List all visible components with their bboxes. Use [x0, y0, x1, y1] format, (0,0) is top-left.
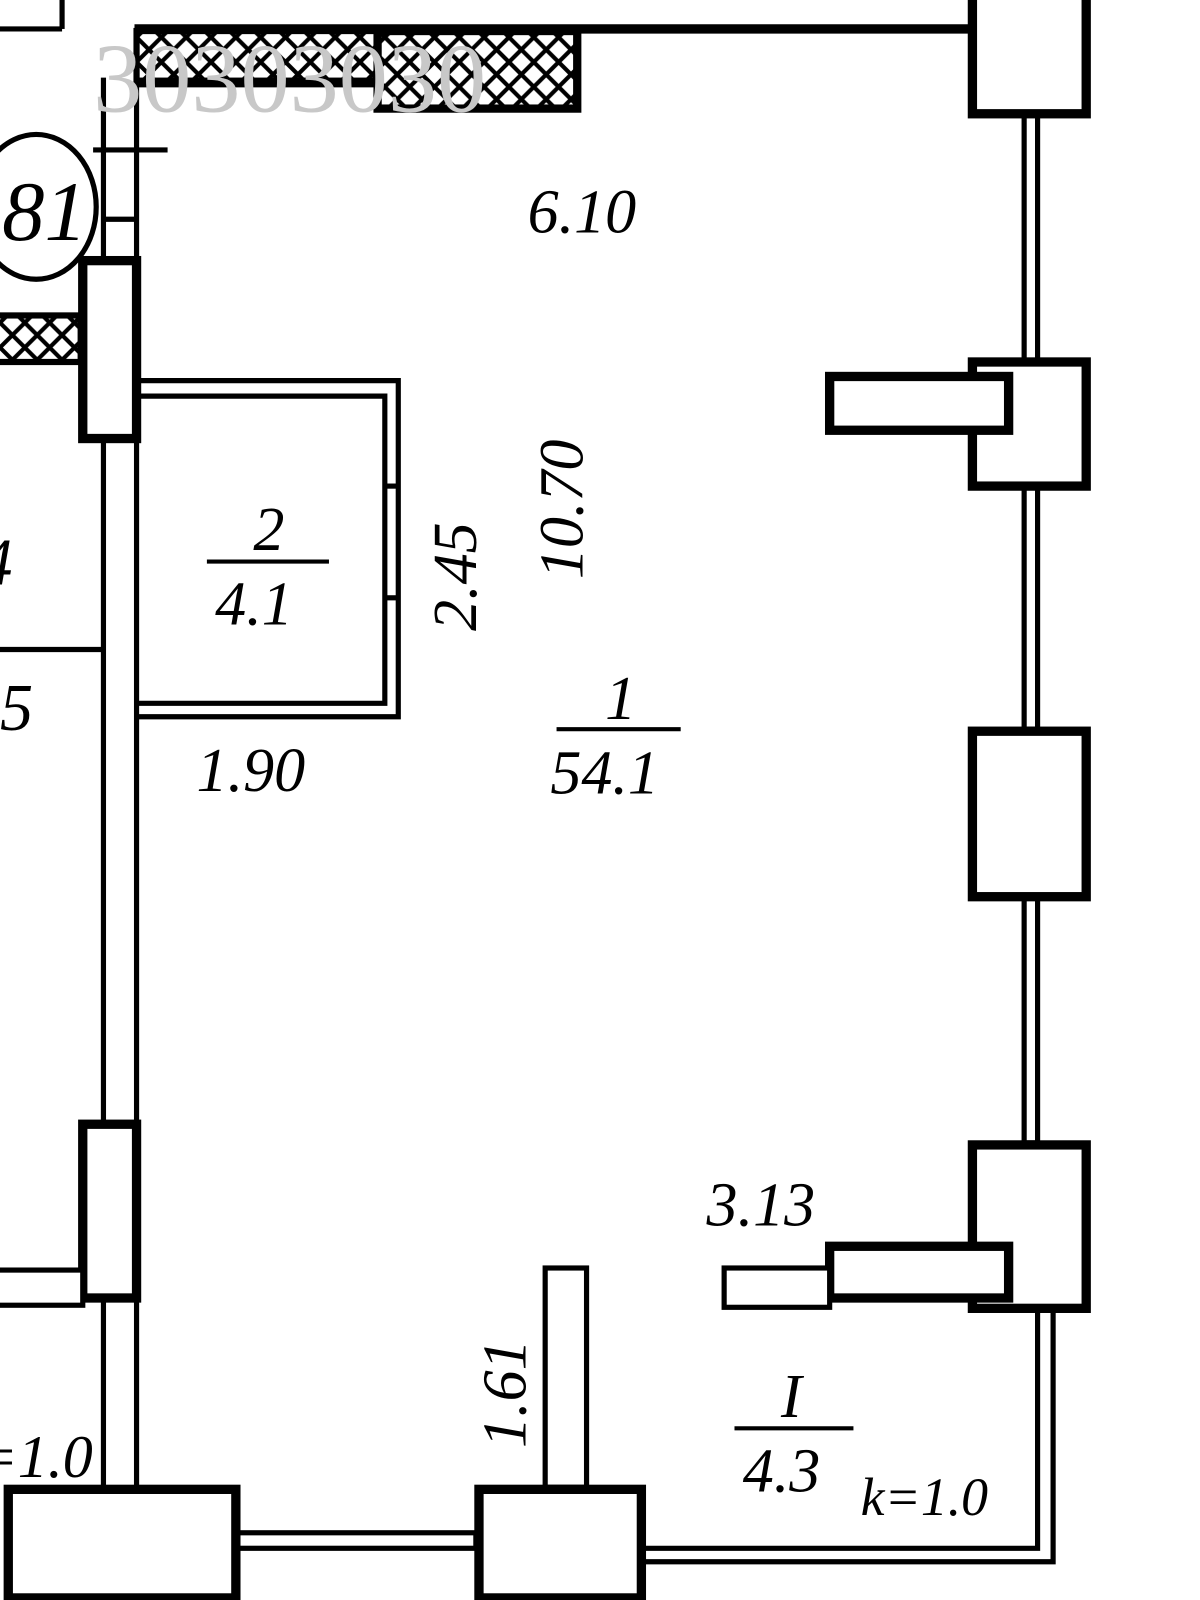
- balcony-wall: [721, 1265, 833, 1310]
- wall-column: [967, 726, 1091, 902]
- room-2-area: 4.1: [215, 571, 293, 639]
- window: [233, 1530, 479, 1551]
- dimension-balcony-depth: 1.61: [472, 1339, 540, 1448]
- room-1-area: 54.1: [550, 739, 659, 807]
- room-1-number: 1: [605, 665, 636, 733]
- dimension-top-width: 6.10: [528, 179, 637, 247]
- room-2-number: 2: [253, 496, 284, 564]
- dimension-closet-width: 1.90: [197, 737, 306, 805]
- dimension-closet-depth: 2.45: [422, 522, 490, 631]
- closet-wall: [136, 393, 388, 706]
- wall-column: [474, 1484, 647, 1600]
- wall-pier: [825, 1241, 1014, 1303]
- balcony-rail: [641, 1308, 1041, 1551]
- balcony-partition: [542, 1265, 590, 1490]
- ventilation-shaft: [373, 26, 582, 113]
- neighbor-wall: [0, 1267, 86, 1308]
- neighbor-room-number: 4: [0, 526, 12, 599]
- watermark: 30303030: [93, 25, 486, 134]
- balcony-number: I: [780, 1363, 805, 1431]
- wall-column: [3, 1484, 241, 1600]
- window: [1021, 113, 1041, 365]
- wall-column: [78, 255, 142, 444]
- balcony-coefficient: k=1.0: [861, 1467, 988, 1527]
- wall-column: [78, 1119, 142, 1303]
- dimension-balcony-width: 3.13: [706, 1172, 816, 1240]
- neighbor-shaft: [0, 312, 84, 366]
- dimension-length: 10.70: [528, 440, 596, 580]
- apartment-number: 81: [2, 165, 87, 259]
- window: [1021, 485, 1041, 732]
- balcony-area: 4.3: [743, 1437, 821, 1505]
- apartment-number-circle: [0, 131, 99, 282]
- wall-pier: [825, 371, 1014, 435]
- neighbor-coefficient: =1.0: [0, 1424, 93, 1490]
- balcony-rail: [641, 1308, 1056, 1565]
- neighbor-room-area: 5: [0, 672, 33, 745]
- wall-column: [967, 0, 1091, 119]
- window: [1021, 896, 1041, 1146]
- closet-wall: [136, 378, 401, 720]
